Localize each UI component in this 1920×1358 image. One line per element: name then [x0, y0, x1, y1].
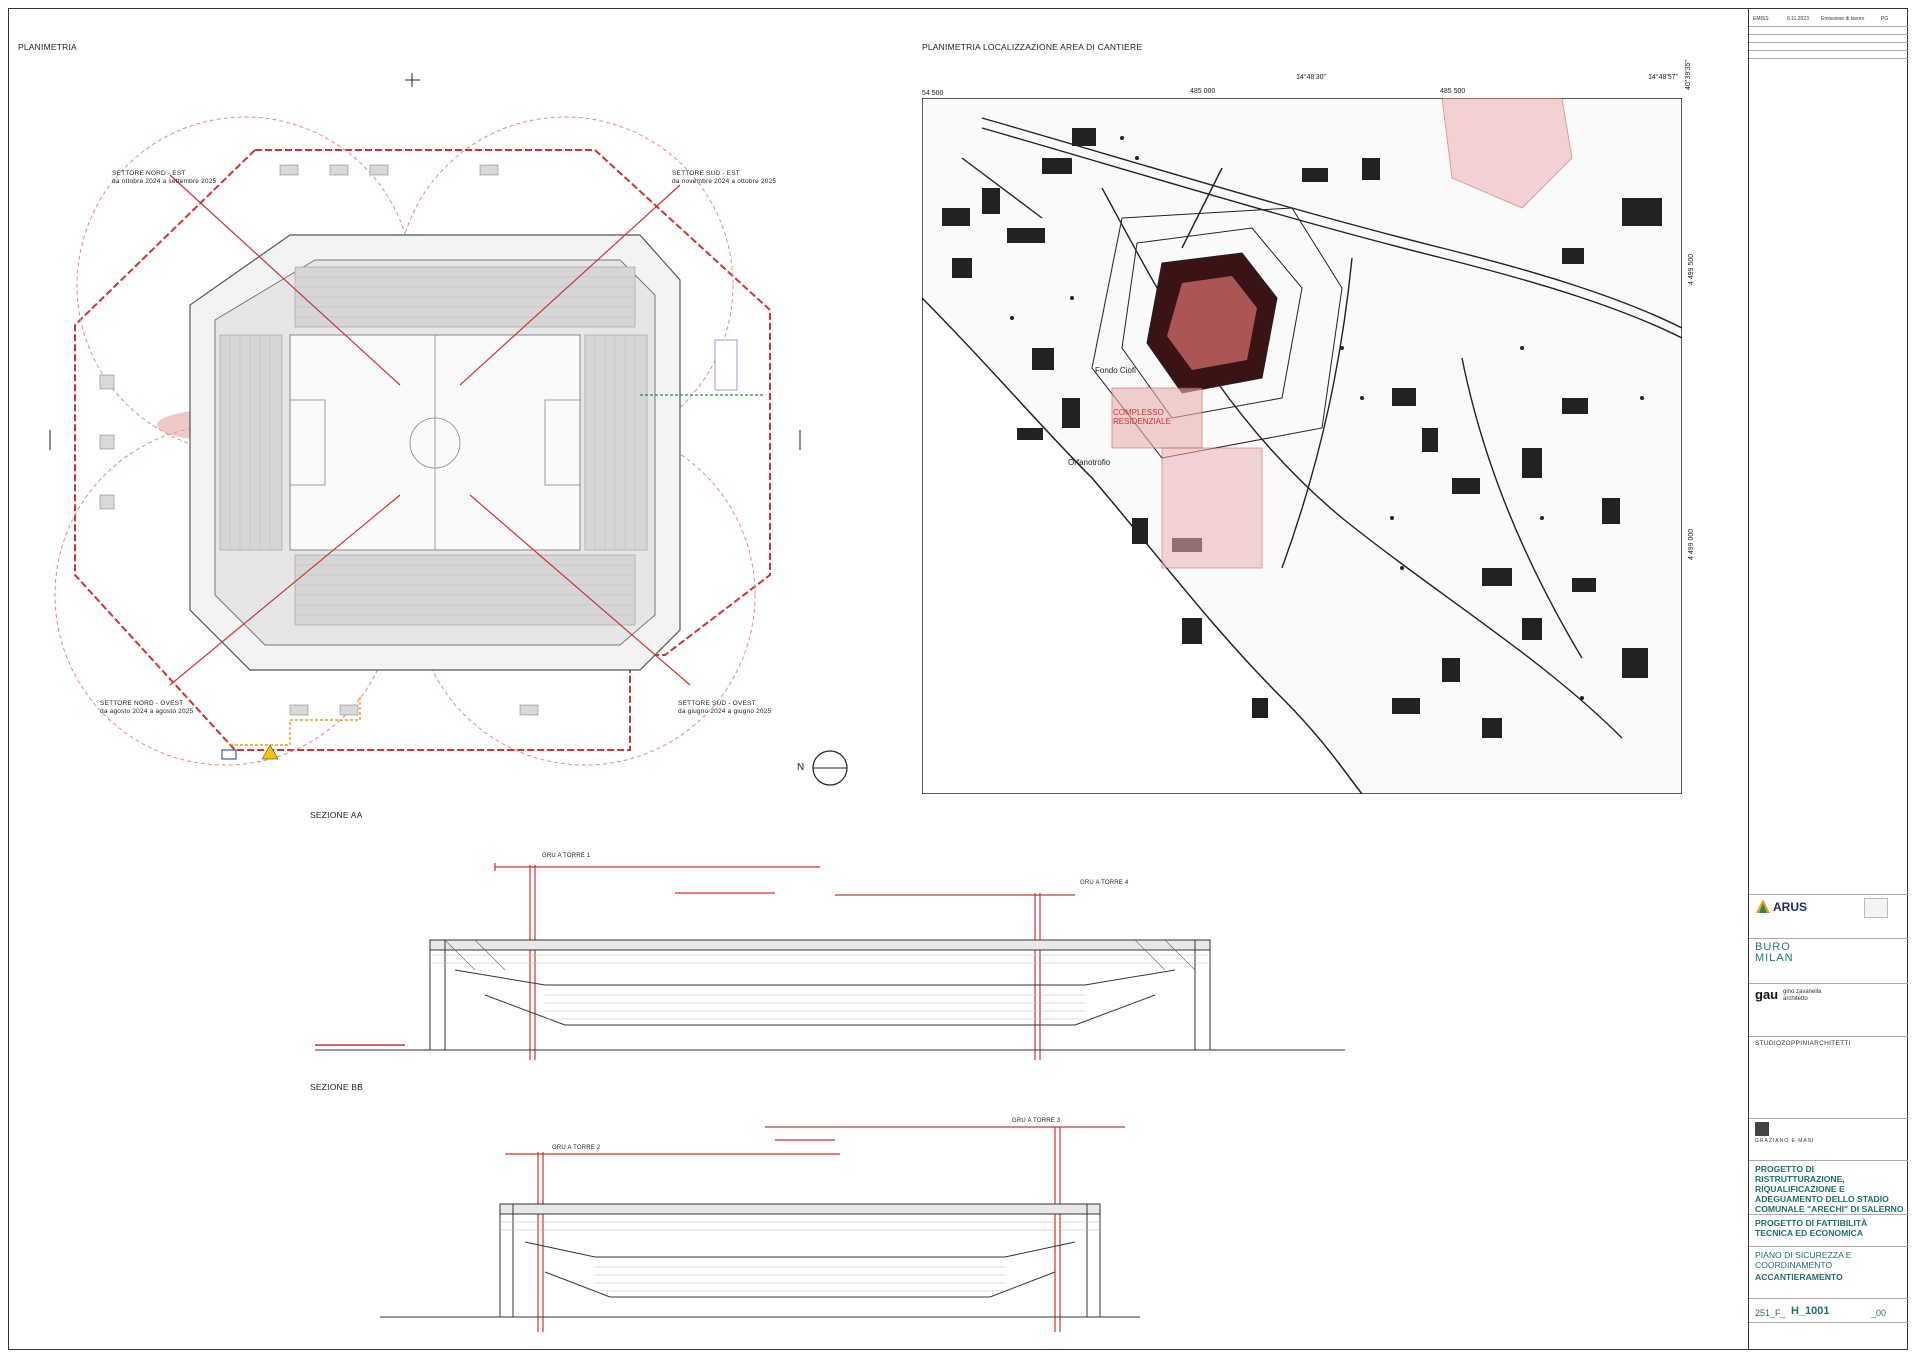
- north-arrow: [812, 750, 848, 786]
- sector-label-nw: SETTORE NORD - OVEST da agosto 2024 a ag…: [100, 700, 193, 716]
- rev-code: EMISS: [1753, 16, 1769, 22]
- sector-label-se: SETTORE SUD - EST da novembre 2024 a ott…: [672, 170, 776, 186]
- map-coord-mid: 485 000: [1190, 88, 1216, 95]
- sector-sw-name: SETTORE SUD - OVEST: [678, 700, 756, 707]
- map-coord-y2: 4 499 000: [1688, 528, 1695, 560]
- region-seal: [1864, 898, 1888, 918]
- section-bb-drawing: [380, 1126, 1140, 1332]
- drawing-code: H_1001: [1791, 1305, 1830, 1317]
- map-coord-right: 485 500: [1440, 88, 1466, 95]
- map-label-orfanotrofio: Orfanotrofio: [1068, 458, 1111, 467]
- north-label: N: [797, 762, 805, 773]
- sector-label-sw: SETTORE SUD - OVEST da giugno 2024 a giu…: [678, 700, 771, 716]
- section-aa-truss: [444, 939, 1196, 971]
- map-label-fondo-ciofi: Fondo Ciofi: [1095, 366, 1136, 375]
- sector-se-name: SETTORE SUD - EST: [672, 170, 740, 177]
- gate-marker: [221, 749, 237, 760]
- rev-author: PG: [1881, 16, 1889, 22]
- arus-logo: ARUS: [1773, 900, 1808, 914]
- arus-logo-icon: [1756, 899, 1770, 913]
- sector-ne-period: da ottobre 2024 a settembre 2025: [112, 178, 217, 185]
- sector-label-ne: SETTORE NORD - EST da ottobre 2024 a set…: [112, 170, 216, 186]
- planimetria-title: PLANIMETRIA: [18, 42, 77, 52]
- section-bb-hatch: [500, 1221, 1100, 1292]
- drawing-subject: PIANO DI SICUREZZA E COORDINAMENTO: [1755, 1250, 1852, 1270]
- site-office: [714, 339, 738, 391]
- rev-desc: Emissione di lavoro: [1821, 16, 1865, 22]
- section-aa-title: SEZIONE AA: [310, 810, 363, 820]
- crane-jib-1: [169, 174, 401, 386]
- section-aa-hatch: [430, 954, 1210, 1020]
- map-trees: [1010, 136, 1644, 700]
- sector-nw-period: da agosto 2024 a agosto 2025: [100, 708, 194, 715]
- code-prefix: 251_F_: [1755, 1308, 1786, 1318]
- gau-text: gino zavanella architetto: [1783, 989, 1822, 1002]
- warning-sign: [261, 744, 279, 760]
- crane-jib-2: [459, 184, 681, 386]
- main-road: [981, 117, 1682, 329]
- buro-milan-logo: BURO MILAN: [1755, 941, 1794, 964]
- sector-sw-period: da giugno 2024 a giugno 2025: [678, 708, 772, 715]
- project-phase: PROGETTO DI FATTIBILITÀ TECNICA ED ECONO…: [1755, 1218, 1868, 1238]
- crane-label-bb-1: GRU A TORRE 2: [552, 1145, 601, 1151]
- crane-label-aa-1: GRU A TORRE 1: [542, 853, 591, 859]
- crane-label-aa-2: GRU A TORRE 4: [1080, 880, 1129, 886]
- map-coord-y1: 4 499 500: [1688, 253, 1695, 285]
- map-corner-coord: 40°39'35": [1685, 60, 1692, 90]
- title-block: EMISS 6.11.2023 Emissione di lavoro PG A…: [1748, 8, 1908, 1350]
- coastline: [922, 296, 1363, 794]
- rev-date: 6.11.2023: [1787, 16, 1809, 22]
- stand-hatching: [229, 276, 636, 616]
- map-deg-2: 14°48'57": [1648, 74, 1678, 81]
- sector-se-period: da novembre 2024 a ottobre 2025: [672, 178, 777, 185]
- studio-zoppini-logo: STUDIOZOPPINIARCHITETTI: [1755, 1040, 1851, 1047]
- sector-ne-name: SETTORE NORD - EST: [112, 170, 186, 177]
- crane-label-bb-2: GRU A TORRE 3: [1012, 1118, 1061, 1124]
- stand-west: [219, 334, 283, 551]
- revision-number: _00: [1871, 1308, 1887, 1318]
- section-aa-drawing: [315, 863, 1345, 1060]
- sector-nw-name: SETTORE NORD - OVEST: [100, 700, 184, 707]
- graziano-masi-logo: GRAZIANO E MASI: [1755, 1138, 1815, 1144]
- drawing-sheet-border: [8, 8, 1908, 1350]
- residential-zone-2: [1161, 447, 1263, 569]
- map-label-residential: COMPLESSO RESIDENZIALE: [1113, 408, 1171, 426]
- hospital-zone: [1441, 98, 1573, 209]
- residential-zone-1: [1111, 387, 1203, 449]
- graziano-masi-mark: [1755, 1122, 1769, 1136]
- stand-south: [294, 554, 636, 626]
- localization-title: PLANIMETRIA LOCALIZZAZIONE AREA DI CANTI…: [922, 42, 1143, 52]
- cadastral-map: [922, 98, 1682, 794]
- map-stadium: [1091, 207, 1343, 459]
- map-deg-1: 14°48'30": [1296, 74, 1326, 81]
- project-title: PROGETTO DI RISTRUTTURAZIONE, RIQUALIFIC…: [1755, 1164, 1904, 1214]
- section-bb-title: SEZIONE BB: [310, 1082, 364, 1092]
- gau-logo: gau: [1755, 987, 1779, 1002]
- drawing-subject-2: ACCANTIERAMENTO: [1755, 1272, 1843, 1282]
- crane-jib-4: [469, 494, 691, 686]
- site-plan-drawing: [49, 73, 801, 766]
- crane-jib-3: [169, 494, 401, 686]
- map-coord-left: 54 500: [922, 90, 944, 97]
- stand-east-b: [584, 334, 648, 551]
